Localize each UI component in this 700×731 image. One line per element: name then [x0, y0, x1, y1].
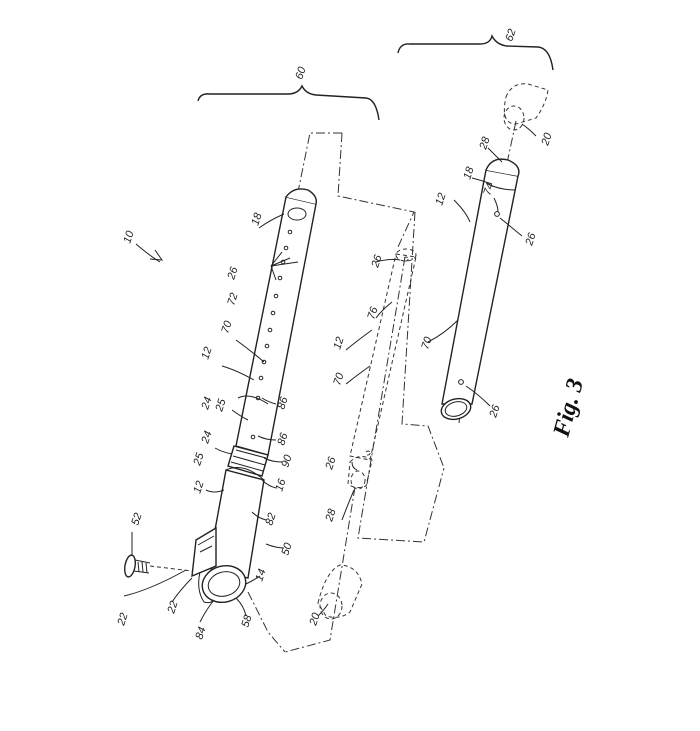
label-28-top: 28: [477, 135, 493, 152]
label-12-left: 12: [199, 346, 214, 361]
label-86-upper: 86: [275, 395, 290, 411]
label-70-middle: 70: [331, 371, 346, 387]
label-86-lower: 86: [275, 431, 290, 447]
phantom-connector-28: [348, 456, 372, 489]
label-12-lower: 12: [191, 480, 206, 495]
label-70-left: 70: [219, 319, 234, 335]
tube-74: [439, 159, 519, 422]
label-10: 10: [121, 229, 136, 245]
label-50: 50: [279, 541, 294, 557]
label-22-left: 22: [115, 612, 131, 628]
label-90: 90: [279, 453, 294, 469]
phantom-cap-20-bottom: [318, 565, 362, 619]
label-82: 82: [263, 512, 278, 527]
label-26-phantom-lower: 26: [323, 455, 339, 472]
label-52: 52: [129, 512, 144, 527]
label-24-upper: 24: [199, 396, 215, 412]
phantom-cap-20-top: [504, 84, 548, 130]
label-12-middle: 12: [331, 336, 346, 351]
label-24-lower: 24: [199, 430, 215, 446]
label-26-cluster: 26: [225, 265, 241, 282]
figure-caption: Fig. 3: [548, 376, 589, 440]
label-20-top: 20: [539, 131, 555, 148]
label-25-upper: 25: [213, 397, 229, 414]
brace-62: [398, 36, 553, 70]
label-22-right: 22: [165, 600, 181, 616]
label-14: 14: [253, 568, 268, 583]
reference-numerals: 10 60 62 18 28 18 20 12 74 26 26 26 76 7…: [115, 28, 555, 641]
label-76: 76: [365, 305, 380, 321]
label-12-right: 12: [433, 192, 448, 207]
label-58: 58: [239, 613, 254, 629]
label-26-phantom: 26: [369, 253, 385, 270]
label-16: 16: [273, 477, 288, 493]
label-84: 84: [193, 626, 208, 641]
label-62: 62: [503, 28, 518, 43]
thumb-screw-52: [123, 554, 192, 577]
label-18-left: 18: [249, 211, 264, 227]
label-26-right-top: 26: [523, 231, 539, 248]
label-60: 60: [293, 65, 308, 81]
label-28-lower: 28: [323, 507, 339, 524]
label-72: 72: [225, 292, 240, 307]
label-70-right: 70: [419, 335, 434, 351]
label-25-lower: 25: [191, 451, 207, 468]
brace-60: [198, 86, 379, 120]
